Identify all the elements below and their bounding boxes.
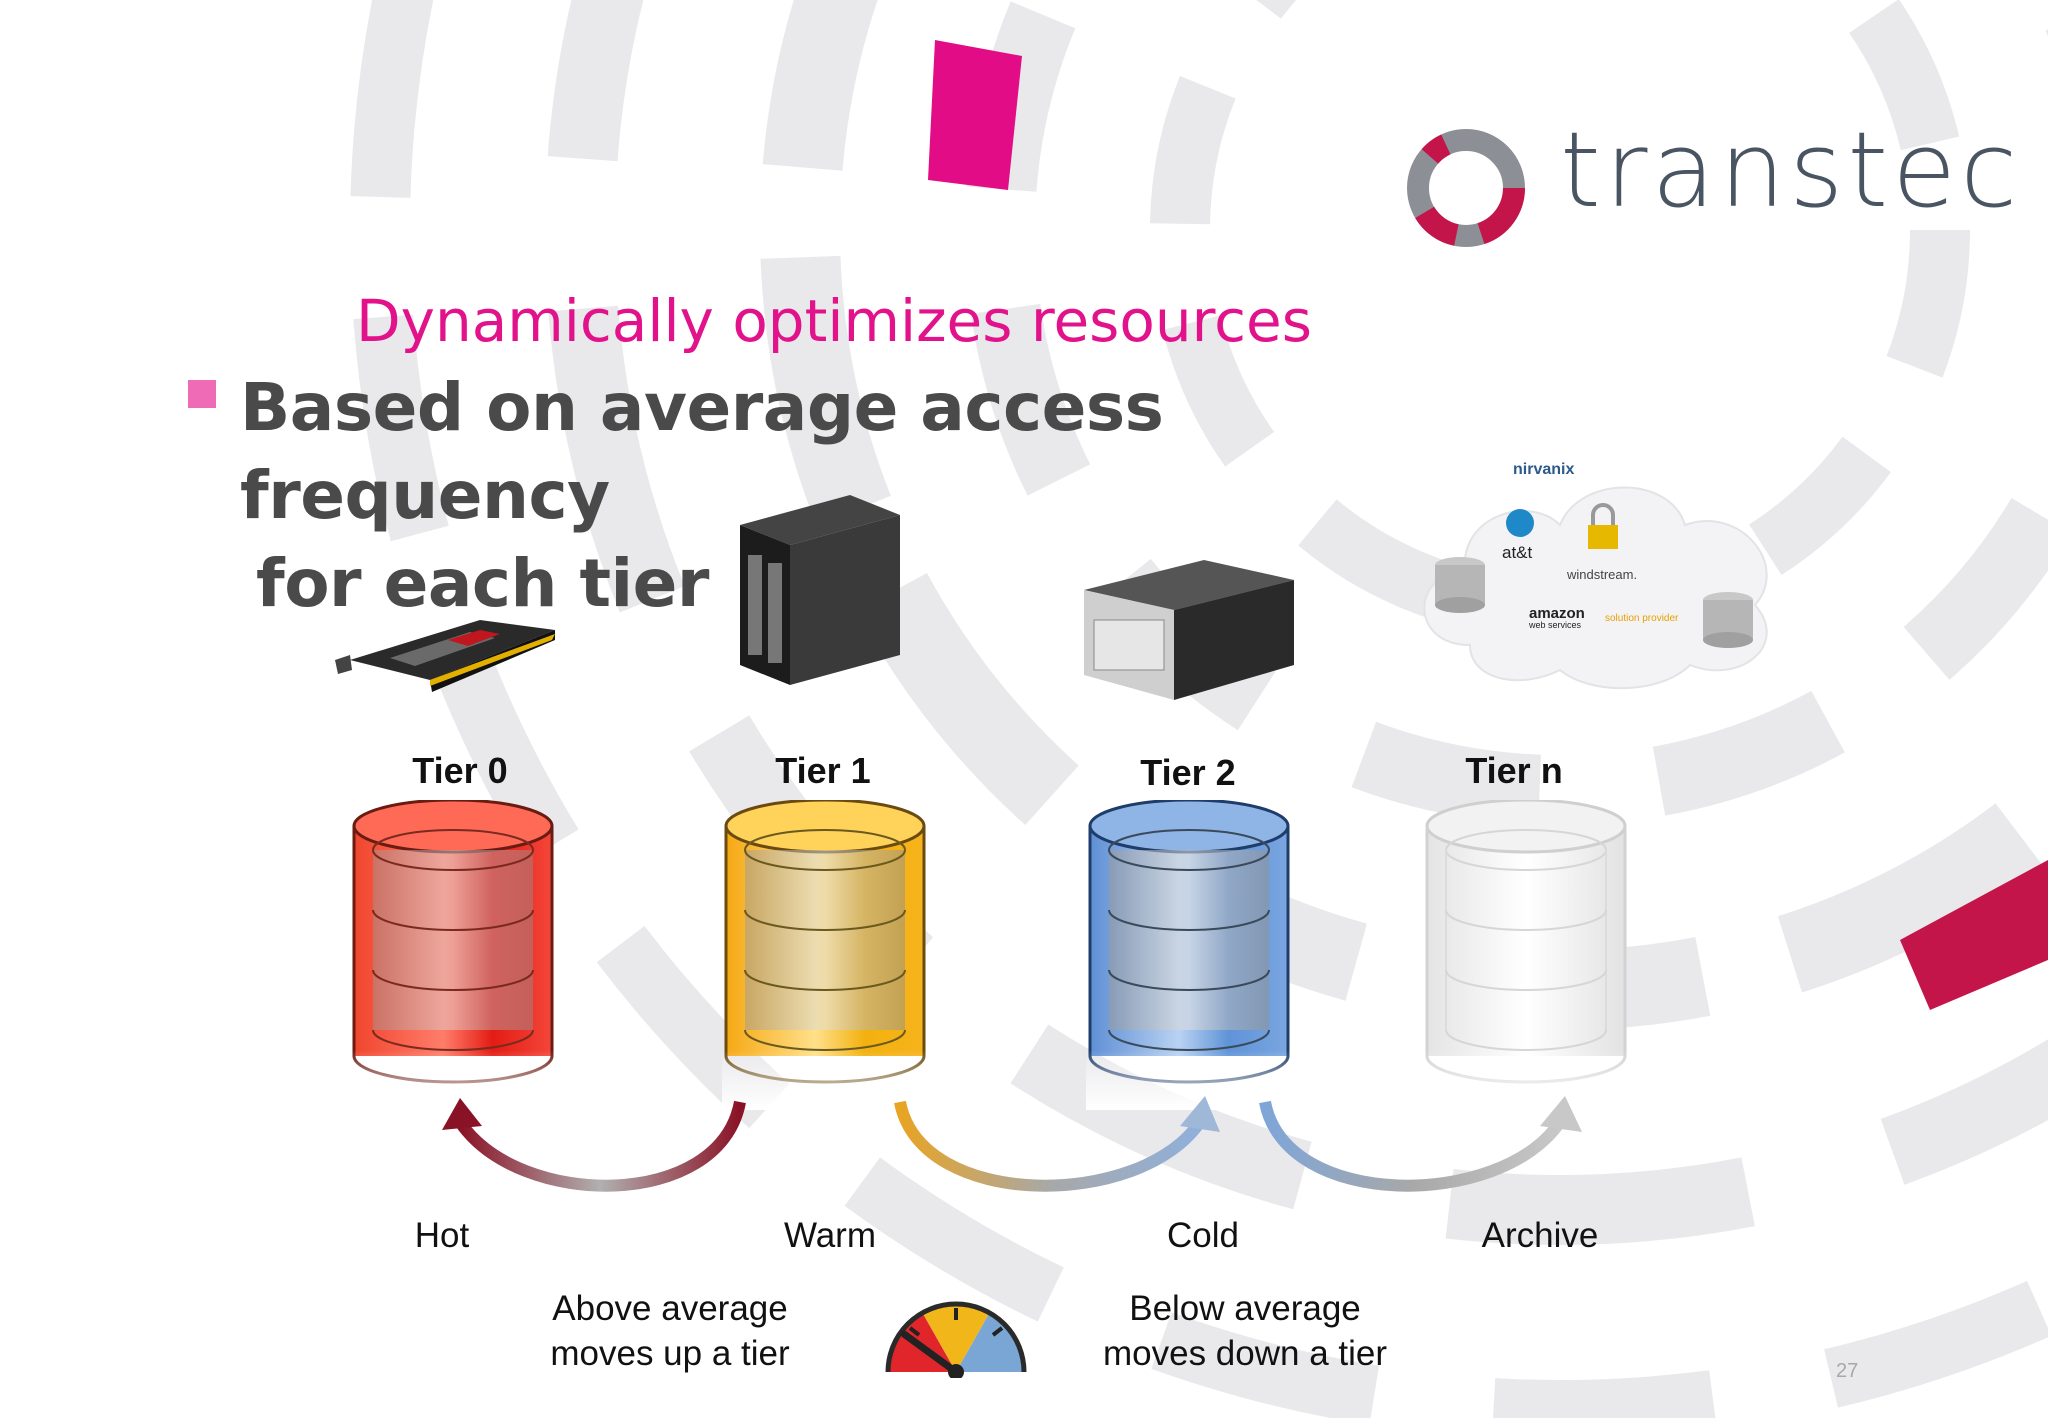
amazon-tag-text: solution provider xyxy=(1605,613,1679,624)
bullet-marker xyxy=(188,380,216,408)
tier-1-cylinder xyxy=(722,800,928,1110)
amazon-logo-text: amazon xyxy=(1529,605,1585,622)
below-average-note: Below average moves down a tier xyxy=(1085,1286,1405,1376)
att-logo-text: at&t xyxy=(1502,543,1533,562)
tier-movement-arrows xyxy=(442,1096,1582,1192)
speedometer-gauge-icon xyxy=(885,1301,1027,1378)
cloud-database-left-icon xyxy=(1435,557,1485,613)
logo-text: transtec xyxy=(1560,109,2022,231)
tier-n-cylinder xyxy=(1423,800,1629,1110)
above-average-line-2: moves up a tier xyxy=(550,1334,790,1373)
tier-0-label: Tier 0 xyxy=(412,750,508,791)
tier-2-label: Tier 2 xyxy=(1140,752,1236,793)
warm-label: Warm xyxy=(783,1216,876,1255)
tier-2-cylinder xyxy=(1086,800,1292,1110)
arrow-down-to-tier-2 xyxy=(894,1096,1220,1192)
archive-label: Archive xyxy=(1481,1216,1599,1255)
transtec-logo-icon xyxy=(1407,129,1525,247)
above-average-note: Above average moves up a tier xyxy=(520,1286,820,1376)
tier-cylinders xyxy=(350,800,1629,1110)
cloud-database-right-icon xyxy=(1703,592,1753,648)
server-tower-icon xyxy=(740,495,900,685)
storage-array-icon xyxy=(1084,560,1294,700)
below-average-line-2: moves down a tier xyxy=(1102,1334,1388,1373)
hot-label: Hot xyxy=(414,1216,470,1255)
bullet-line-2: for each tier xyxy=(256,545,709,622)
amazon-sub-text: web services xyxy=(1528,620,1582,630)
pcie-card-icon xyxy=(335,620,555,692)
windstream-logo-text: windstream. xyxy=(1566,567,1637,582)
tier-0-cylinder xyxy=(350,800,556,1110)
subtitle: Dynamically optimizes resources xyxy=(356,287,1312,355)
bullet-line-1: Based on average access frequency xyxy=(240,369,1164,534)
cloud-storage-graphic: nirvanix at&t windstream. amazon web ser… xyxy=(1423,461,1768,690)
page-number: 27 xyxy=(1836,1360,1859,1382)
above-average-line-1: Above average xyxy=(552,1289,788,1328)
arrow-down-to-tier-n xyxy=(1259,1096,1582,1192)
bullet-text: Based on average access frequency for ea… xyxy=(240,364,1440,628)
att-globe-icon xyxy=(1506,509,1534,537)
tier-1-label: Tier 1 xyxy=(775,750,871,791)
tier-n-label: Tier n xyxy=(1465,750,1563,791)
cold-label: Cold xyxy=(1167,1216,1239,1255)
arrow-up-to-tier-0 xyxy=(442,1098,746,1192)
nirvanix-logo-text: nirvanix xyxy=(1513,461,1574,478)
below-average-line-1: Below average xyxy=(1129,1289,1361,1328)
padlock-icon xyxy=(1588,503,1618,549)
